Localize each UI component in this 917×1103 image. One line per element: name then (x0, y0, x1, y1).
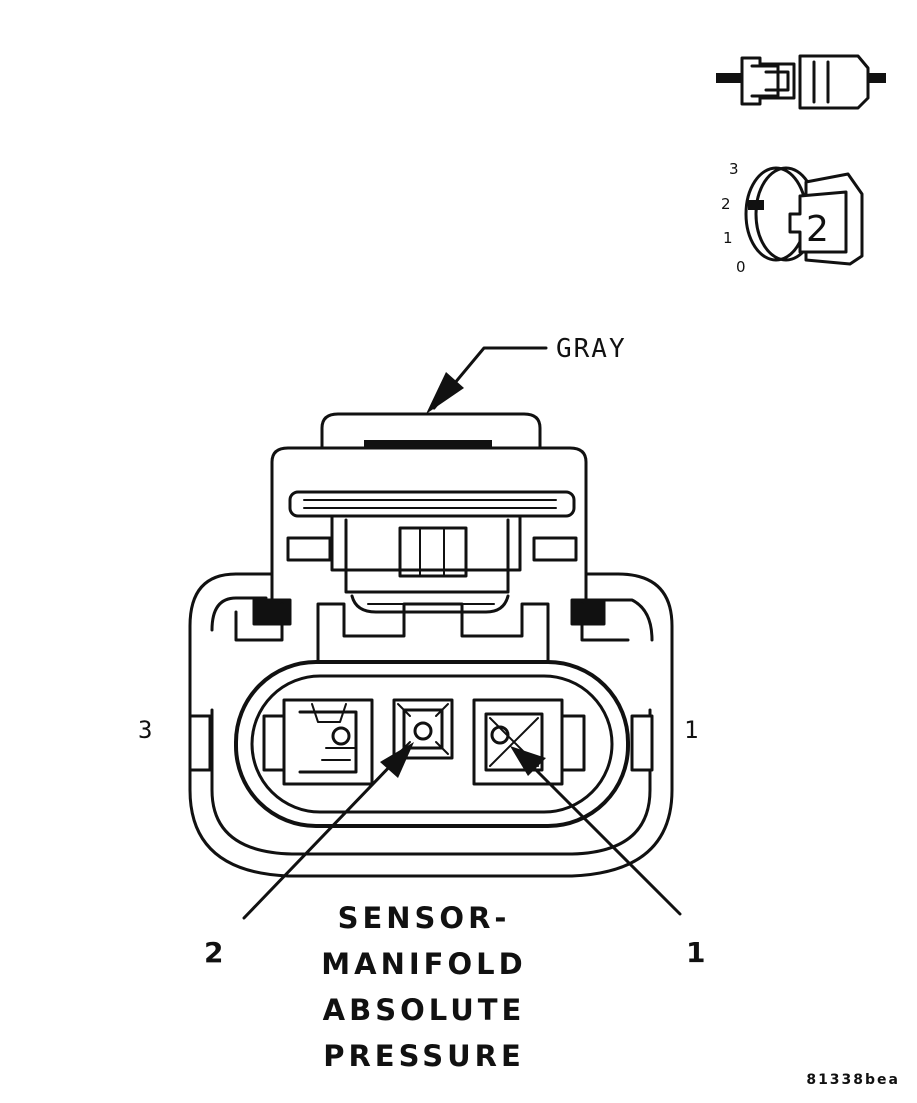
color-callout: GRAY (426, 334, 627, 414)
pin-1-label: 1 (686, 936, 705, 969)
terminal-cavity-1 (472, 698, 586, 786)
cavity-1-label: 1 (684, 716, 698, 744)
component-name-line-3: ABSOLUTE (323, 993, 526, 1027)
scale-0-label: 0 (736, 258, 746, 276)
connector-face (188, 412, 674, 878)
scale-1-label: 1 (723, 229, 733, 247)
pin-2-label: 2 (204, 936, 223, 969)
component-name-line-2: MANIFOLD (321, 947, 526, 981)
component-name-line-4: PRESSURE (323, 1039, 525, 1073)
scale-2-label: 2 (721, 195, 731, 213)
reference-code: 81338bea (806, 1072, 900, 1088)
view-indicator-icon: 3 2 1 0 2 (721, 160, 864, 276)
connector-mating-icon (716, 54, 886, 110)
terminal-cavity-2 (392, 698, 454, 760)
color-label: GRAY (556, 334, 627, 364)
view-number: 2 (806, 209, 829, 250)
terminal-cavity-3 (262, 698, 374, 786)
pin-2-arrow (242, 742, 414, 920)
scale-3-label: 3 (729, 160, 739, 178)
cavity-3-label: 3 (138, 716, 152, 744)
pin-1-arrow (510, 746, 682, 916)
component-name: SENSOR- MANIFOLD ABSOLUTE PRESSURE (321, 901, 526, 1073)
component-name-line-1: SENSOR- (338, 901, 511, 935)
